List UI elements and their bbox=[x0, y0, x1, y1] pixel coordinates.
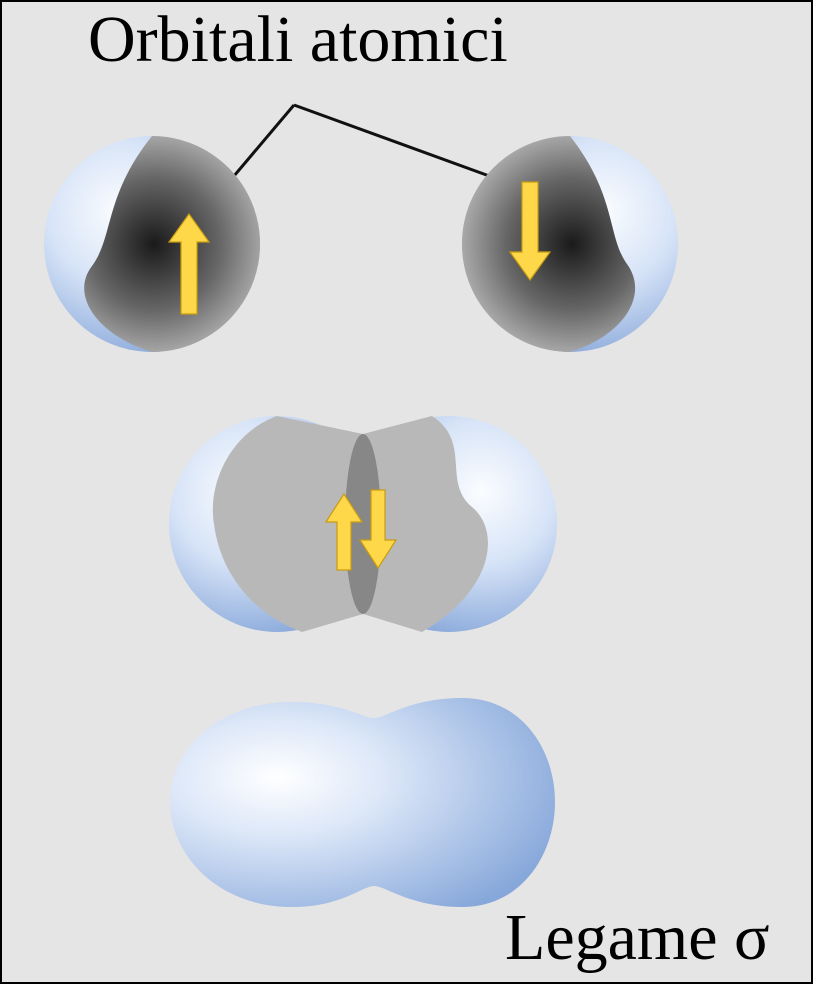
overlap-lobe-right bbox=[363, 416, 488, 632]
sigma-bond-shape bbox=[170, 698, 555, 907]
leader-line-right bbox=[293, 103, 515, 187]
arrow-down-icon bbox=[508, 181, 552, 282]
arrow-up-icon bbox=[167, 212, 211, 315]
top-label: Orbitali atomici bbox=[88, 3, 508, 76]
bottom-label: Legame σ bbox=[505, 901, 770, 974]
overlap-lobe-left bbox=[212, 416, 363, 632]
overlapping-orbitals bbox=[169, 416, 557, 632]
sigma-bond-orbital bbox=[170, 698, 555, 907]
arrow-up-icon bbox=[324, 492, 364, 571]
orbital-lobe-left bbox=[84, 136, 261, 352]
overlap-region bbox=[345, 434, 381, 614]
atomic-orbital-left bbox=[44, 136, 261, 352]
arrow-down-icon bbox=[358, 489, 398, 570]
atomic-orbital-right bbox=[462, 136, 678, 352]
orbital-lobe-right bbox=[462, 136, 636, 352]
leader-lines bbox=[210, 103, 515, 203]
